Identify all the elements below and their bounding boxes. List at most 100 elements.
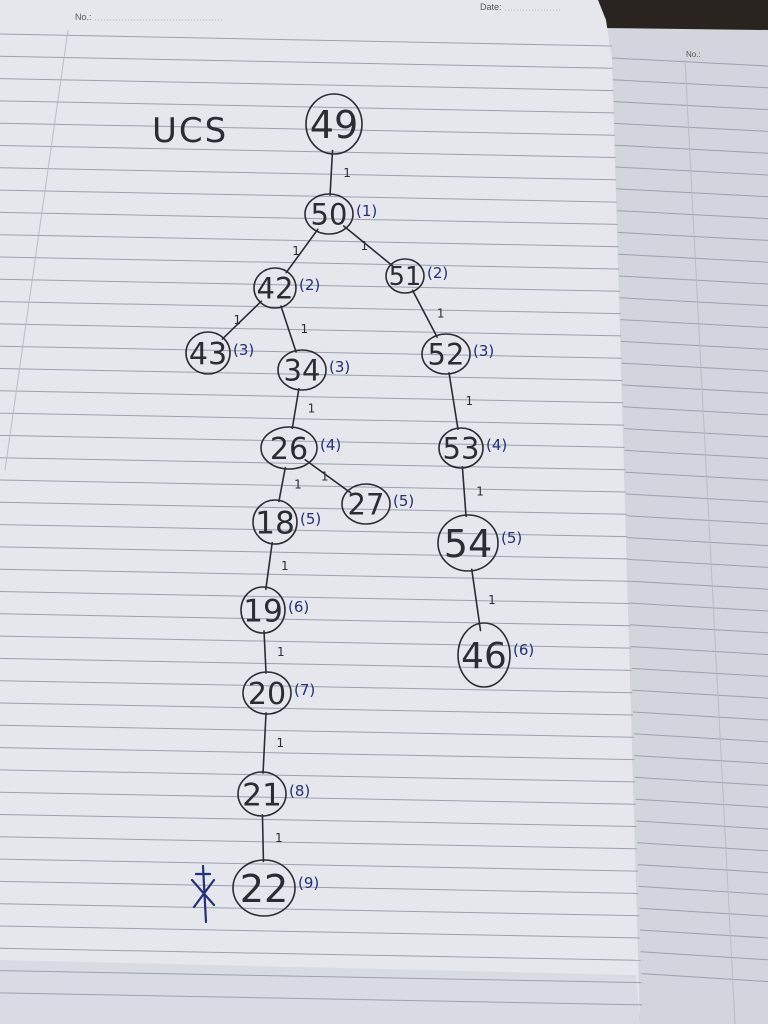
rule-line xyxy=(629,602,768,612)
node-cost: (6) xyxy=(288,598,309,616)
rule-line xyxy=(619,297,768,307)
tree-node-22: 22(9) xyxy=(232,859,319,917)
node-label: 19 xyxy=(243,593,283,629)
tree-node-52: 52 (3) xyxy=(421,333,494,375)
rule-line xyxy=(0,368,623,381)
node-label: 52 xyxy=(428,337,465,371)
node-cost: (6) xyxy=(513,641,534,659)
tree-edge xyxy=(304,458,352,494)
node-cost: (3) xyxy=(473,342,494,360)
rule-line xyxy=(628,558,768,568)
rule-line xyxy=(0,524,628,538)
tree-edge xyxy=(291,387,300,430)
node-label: 51 xyxy=(389,262,421,292)
tree-node-27: 27(5) xyxy=(341,483,414,525)
edge-weight: 1 xyxy=(476,485,484,499)
node-label: 22 xyxy=(240,868,289,912)
rule-line xyxy=(612,79,768,89)
node-label: 54 xyxy=(444,523,493,567)
rule-line xyxy=(0,702,634,716)
rule-line xyxy=(0,100,615,114)
rule-line xyxy=(630,624,768,634)
node-label: 46 xyxy=(461,636,507,677)
node-circle xyxy=(438,427,484,469)
node-label: 53 xyxy=(443,431,480,465)
rule-line xyxy=(628,580,768,590)
rule-line xyxy=(620,319,768,329)
rule-line xyxy=(611,57,768,67)
page-bottom-shade xyxy=(0,960,640,1024)
rule-line xyxy=(614,122,768,132)
rule-line xyxy=(635,776,768,786)
edge-weight: 1 xyxy=(437,307,445,321)
tree-edge xyxy=(263,630,267,674)
node-circle xyxy=(253,267,297,309)
rule-line xyxy=(634,755,768,765)
node-cost: (2) xyxy=(299,276,320,294)
tree-edge xyxy=(278,466,287,503)
left-page xyxy=(0,0,640,1024)
tree-edge xyxy=(265,541,273,591)
node-cost: (5) xyxy=(300,510,321,528)
rule-line xyxy=(0,78,614,92)
rule-line xyxy=(623,406,768,416)
left-page-rules xyxy=(0,33,643,1006)
rule-line xyxy=(632,689,768,699)
rule-line xyxy=(614,144,768,154)
tree-node-54: 54 (5) xyxy=(437,514,522,572)
tree-node-26: 26(4) xyxy=(260,426,341,470)
right-no-label: No.: xyxy=(686,50,701,59)
right-margin-line xyxy=(684,59,736,1024)
rule-line xyxy=(0,145,616,158)
edge-weight: 1 xyxy=(301,322,309,336)
edge-weight: 1 xyxy=(488,593,496,607)
tree-node-20: 20 (7) xyxy=(242,671,315,715)
edge-weight: 1 xyxy=(343,166,351,180)
node-label: 27 xyxy=(348,487,385,521)
rule-line xyxy=(0,836,638,850)
node-circle xyxy=(232,859,296,917)
tree-edge xyxy=(342,225,394,267)
node-circle xyxy=(242,671,292,715)
node-cost: (7) xyxy=(294,681,315,699)
rule-line xyxy=(630,646,768,656)
tree-node-21: 21(8) xyxy=(237,771,310,817)
node-circle xyxy=(240,586,286,634)
rule-line xyxy=(0,323,622,337)
rule-line xyxy=(623,428,768,438)
rule-line xyxy=(0,167,617,181)
node-circle xyxy=(305,93,363,155)
tree-node-34: 34(3) xyxy=(277,349,350,391)
tree-node-53: 53(4) xyxy=(438,427,507,469)
node-circle xyxy=(341,483,391,525)
goal-star-icon xyxy=(190,864,216,924)
rule-line xyxy=(0,947,641,961)
rule-line xyxy=(0,769,636,783)
rule-line xyxy=(632,711,768,721)
tree-node-50: 50(1) xyxy=(304,193,377,235)
node-label: 43 xyxy=(189,337,227,372)
rule-line xyxy=(0,33,613,47)
tree-edge xyxy=(221,300,263,340)
node-cost: (3) xyxy=(233,341,254,359)
rule-line xyxy=(0,657,632,671)
edge-weight: 1 xyxy=(466,394,474,408)
node-label: 20 xyxy=(248,677,286,712)
tree-node-46: 46 (6) xyxy=(457,622,534,688)
edge-weight: 1 xyxy=(294,478,302,492)
node-circle xyxy=(437,514,499,572)
edge-weight: 1 xyxy=(275,831,283,845)
tree-node-49: 49 xyxy=(305,93,363,155)
rule-line xyxy=(639,907,768,917)
rule-line xyxy=(637,864,768,874)
rule-line xyxy=(0,501,627,515)
page-title: UCS xyxy=(152,111,228,151)
node-cost: (5) xyxy=(501,529,522,547)
rule-line xyxy=(621,340,768,350)
rule-line xyxy=(0,724,634,738)
node-cost: (4) xyxy=(320,436,341,454)
node-label: 21 xyxy=(242,777,282,813)
no-label: No.: xyxy=(75,12,92,22)
